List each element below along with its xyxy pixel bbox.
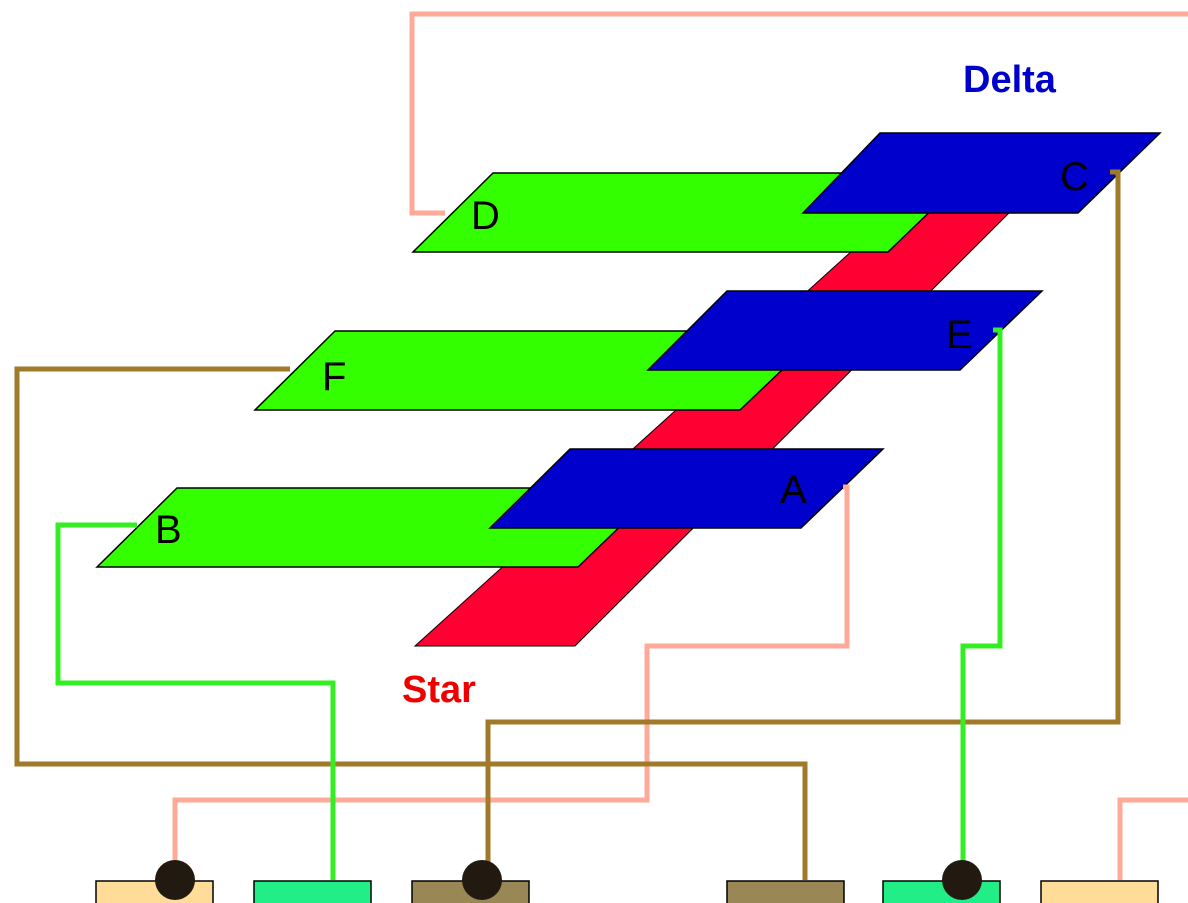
- terminal-1: [95, 880, 214, 903]
- wire-f-brown: [14, 366, 808, 880]
- terminal-3-dot: [462, 860, 502, 900]
- terminal-5-dot: [942, 860, 982, 900]
- plate-b-label: B: [155, 508, 182, 552]
- plate-e-label: E: [946, 313, 973, 357]
- wire-right-salmon: [1117, 797, 1188, 880]
- star-title: Star: [402, 669, 476, 711]
- wire-d-salmon: [409, 11, 1188, 216]
- plate-c: [801, 132, 1162, 214]
- plate-d-label: D: [471, 194, 500, 238]
- plate-a-label: A: [780, 468, 807, 512]
- plate-f-label: F: [322, 355, 346, 399]
- wire-a-salmon: [172, 484, 850, 880]
- terminal-1-dot: [155, 860, 195, 900]
- terminal-6: [1040, 880, 1159, 903]
- delta-title: Delta: [963, 59, 1057, 101]
- plate-c-label: C: [1060, 155, 1089, 199]
- terminal-4: [726, 880, 845, 903]
- star-strip: [413, 211, 1012, 647]
- terminal-2: [253, 880, 372, 903]
- plate-e: [646, 290, 1044, 371]
- wire-e-green: [960, 327, 1003, 880]
- wire-b-green: [55, 522, 336, 880]
- wire-c-brown: [485, 169, 1121, 880]
- plate-a: [488, 448, 885, 529]
- terminal-5: [882, 880, 1001, 903]
